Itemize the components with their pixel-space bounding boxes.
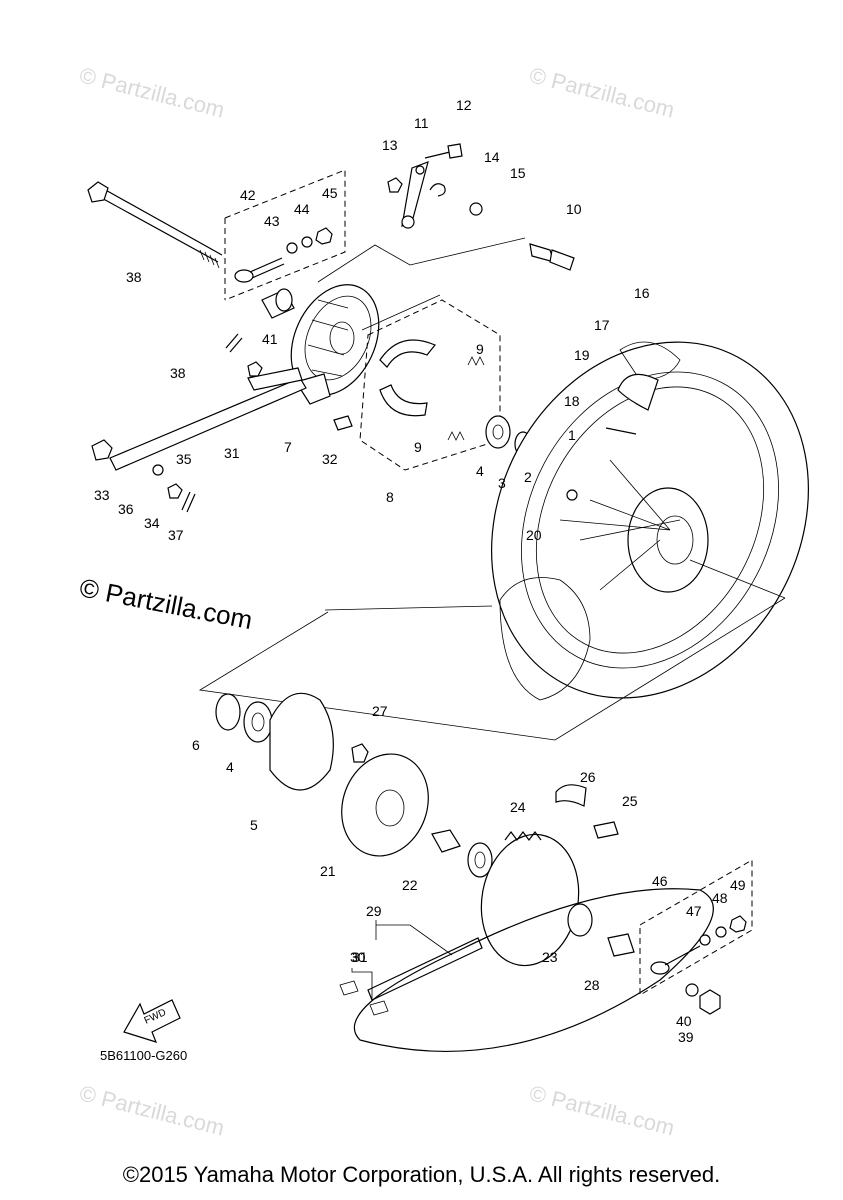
sprocket: [480, 831, 580, 967]
callout-10: 10: [566, 201, 582, 217]
oil-seal: [567, 903, 593, 937]
washer-41: [685, 983, 699, 997]
callout-27: 27: [372, 703, 388, 719]
callout-1: 1: [568, 427, 576, 443]
callout-41: 41: [262, 331, 278, 347]
callout-38: 38: [170, 365, 186, 381]
callout-4: 4: [226, 759, 234, 775]
tube: [617, 373, 659, 411]
brake-shoes: [359, 299, 501, 471]
group-47: [639, 859, 753, 996]
brake-arm: [387, 143, 483, 229]
callout-4: 4: [476, 463, 484, 479]
callout-45: 45: [322, 185, 338, 201]
callout-46: 46: [652, 873, 668, 889]
callout-36: 36: [118, 501, 134, 517]
callout-25: 25: [622, 793, 638, 809]
callout-8: 8: [386, 489, 394, 505]
callout-11: 11: [414, 115, 429, 131]
callout-32: 32: [322, 451, 338, 467]
spacer-42: [261, 288, 295, 319]
callout-35: 35: [176, 451, 192, 467]
spacer-29: [607, 933, 635, 957]
callout-14: 14: [484, 149, 500, 165]
callout-24: 24: [510, 799, 526, 815]
lock-washer: [555, 784, 587, 807]
callout-15: 15: [510, 165, 526, 181]
copyright-notice: ©2015 Yamaha Motor Corporation, U.S.A. A…: [122, 1162, 721, 1187]
callout-17: 17: [594, 317, 610, 333]
hub-damper: [215, 692, 334, 791]
callout-43: 43: [264, 213, 280, 229]
valve: [605, 427, 637, 435]
callout-42: 42: [240, 187, 256, 203]
callout-12: 12: [456, 97, 472, 113]
callout-33: 33: [94, 487, 110, 503]
drive-chain: [339, 888, 714, 1052]
callout-38: 38: [126, 269, 142, 285]
callout-48: 48: [712, 890, 728, 906]
callout-47: 47: [686, 903, 702, 919]
group-43: [224, 169, 346, 301]
sprocket-hub: [341, 743, 493, 878]
callout-labels: 1234456789910111213141516171819202122232…: [94, 97, 746, 1045]
callout-31: 31: [352, 949, 368, 965]
rear-axle: [87, 181, 223, 269]
callout-6: 6: [192, 737, 200, 753]
callout-29: 29: [366, 903, 382, 919]
callout-26: 26: [580, 769, 596, 785]
callout-44: 44: [294, 201, 310, 217]
brake-panel: [290, 284, 380, 405]
bolt-10: [529, 243, 575, 271]
callout-34: 34: [144, 515, 160, 531]
callout-5: 5: [250, 817, 258, 833]
callout-20: 20: [526, 527, 542, 543]
diagram-code: 5B61100-G260: [100, 1048, 188, 1063]
callout-22: 22: [402, 877, 418, 893]
callout-16: 16: [634, 285, 650, 301]
callout-3: 3: [498, 475, 506, 491]
callout-40: 40: [676, 1013, 692, 1029]
callout-23: 23: [542, 949, 558, 965]
callout-9: 9: [414, 439, 422, 455]
spoke-nipple: [566, 489, 578, 501]
callout-9: 9: [476, 341, 484, 357]
callout-39: 39: [678, 1029, 694, 1045]
fwd-arrow: FWD: [123, 999, 181, 1043]
callout-31: 31: [224, 445, 240, 461]
callout-19: 19: [574, 347, 590, 363]
callout-30: 30: [350, 949, 366, 965]
callout-21: 21: [320, 863, 336, 879]
callout-28: 28: [584, 977, 600, 993]
callout-7: 7: [284, 439, 292, 455]
callout-13: 13: [382, 137, 398, 153]
torque-arm: [91, 333, 353, 513]
nut-40: [699, 989, 721, 1015]
bolt-26: [593, 821, 619, 839]
callout-2: 2: [524, 469, 532, 485]
callout-37: 37: [168, 527, 184, 543]
callout-18: 18: [564, 393, 580, 409]
wheel-assembly: [491, 341, 809, 701]
callout-49: 49: [730, 877, 746, 893]
